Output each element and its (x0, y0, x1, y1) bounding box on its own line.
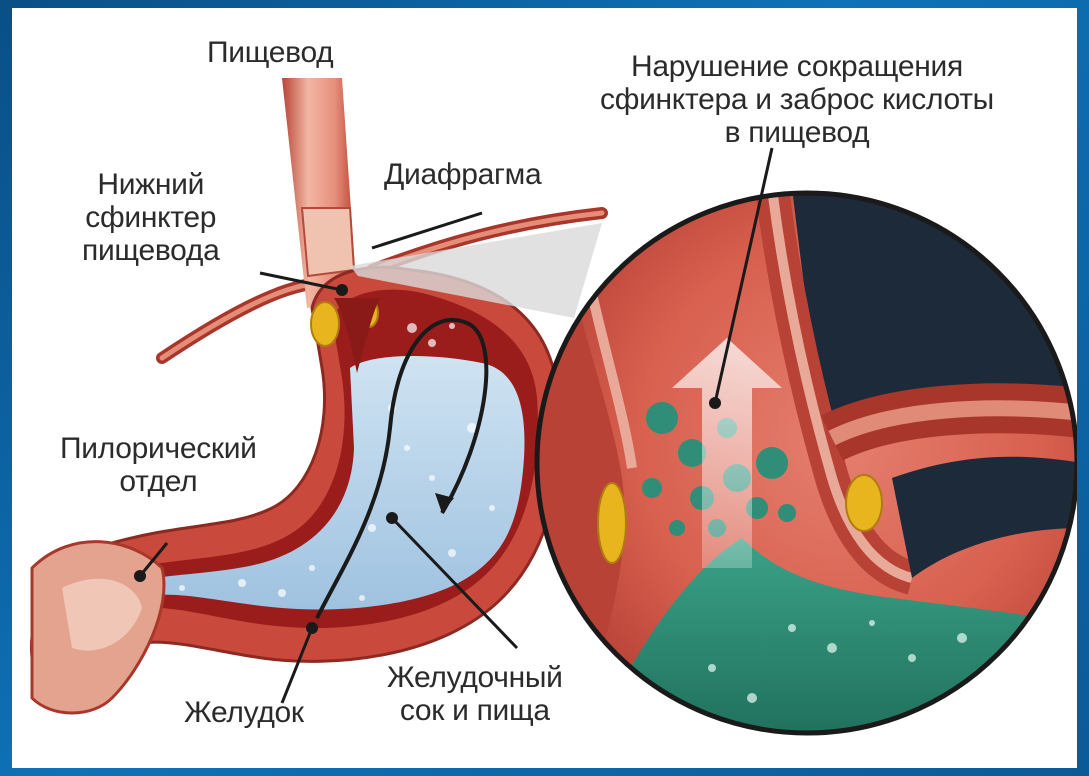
label-reflux: Нарушение сокращения сфинктера и заброс … (600, 50, 994, 149)
label-esophagus: Пищевод (207, 36, 333, 69)
zoom-detail (532, 188, 1077, 748)
label-diaphragm: Диафрагма (384, 158, 541, 191)
label-pyloric: Пилорический отдел (60, 432, 257, 498)
diagram-frame: Пищевод Диафрагма Нижний сфинктер пищево… (12, 8, 1077, 768)
label-lower-sphincter: Нижний сфинктер пищевода (82, 168, 219, 267)
label-gastric-juice: Желудочный сок и пища (387, 661, 563, 727)
label-stomach: Желудок (184, 696, 304, 729)
